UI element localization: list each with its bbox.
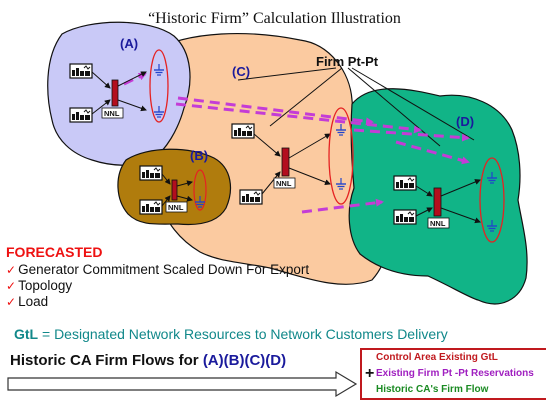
- gtl-definition: GtL = Designated Network Resources to Ne…: [14, 326, 448, 342]
- firm-pt-pt-lines: [237, 67, 475, 147]
- flow-arrows: [123, 72, 470, 214]
- load-ellipse-d: [479, 157, 505, 243]
- legend-historic-firm-flow: Historic CA's Firm Flow: [376, 384, 489, 395]
- nnl-label-b: NNL: [168, 203, 184, 212]
- area-d-label: (D): [456, 114, 474, 129]
- page-title: “Historic Firm” Calculation Illustration: [148, 10, 401, 27]
- historic-flows-text: Historic CA Firm Flows for: [10, 352, 199, 369]
- check-icon: ✓: [6, 263, 17, 277]
- breaker-a: [111, 79, 119, 107]
- plus-icon: +: [365, 365, 375, 382]
- forecasted-heading: FORECASTED: [6, 244, 103, 260]
- breaker-b: [171, 179, 178, 201]
- check-icon: ✓: [6, 295, 17, 309]
- area-b-label: (B): [190, 148, 208, 163]
- area-c-network: [231, 107, 354, 205]
- breaker-c: [281, 147, 290, 177]
- nnl-label-d: NNL: [430, 219, 446, 228]
- flow-outline-arrow: [7, 370, 358, 398]
- breaker-d: [433, 187, 442, 217]
- load-ellipse-c: [328, 107, 354, 205]
- historic-flows-caption: Historic CA Firm Flows for (A)(B)(C)(D): [10, 352, 286, 369]
- gtl-definition-text: = Designated Network Resources to Networ…: [42, 326, 448, 342]
- forecasted-list: ✓Generator Commitment Scaled Down For Ex…: [6, 262, 309, 310]
- nnl-label-c: NNL: [276, 179, 292, 188]
- legend-existing-gtl: Control Area Existing GtL: [376, 352, 498, 363]
- flows-label-d: (D): [265, 352, 287, 369]
- list-item: ✓Load: [6, 294, 309, 310]
- flows-label-b: (B): [223, 352, 245, 369]
- list-item-text: Generator Commitment Scaled Down For Exp…: [18, 262, 310, 277]
- list-item-text: Topology: [18, 278, 73, 293]
- nnl-labels: NNL NNL NNL NNL: [101, 107, 450, 229]
- legend-firm-reservations: Existing Firm Pt -Pt Reservations: [376, 368, 534, 379]
- check-icon: ✓: [6, 279, 17, 293]
- area-a-network: [69, 49, 169, 123]
- firm-pt-pt-label: Firm Pt-Pt: [316, 54, 379, 69]
- area-d-network: [393, 157, 505, 243]
- list-item: ✓Topology: [6, 278, 309, 294]
- area-a-label: (A): [120, 36, 138, 51]
- area-c-label: (C): [232, 64, 250, 79]
- load-ellipse-b: [193, 169, 207, 211]
- list-item-text: Load: [18, 294, 49, 309]
- load-ellipse-a: [149, 49, 169, 123]
- legend-box: [360, 348, 546, 400]
- gtl-abbr: GtL: [14, 326, 39, 342]
- area-b-network: [139, 165, 207, 215]
- flows-label-c: (C): [244, 352, 266, 369]
- flows-label-a: (A): [202, 352, 224, 369]
- nnl-label-a: NNL: [104, 109, 120, 118]
- list-item: ✓Generator Commitment Scaled Down For Ex…: [6, 262, 309, 278]
